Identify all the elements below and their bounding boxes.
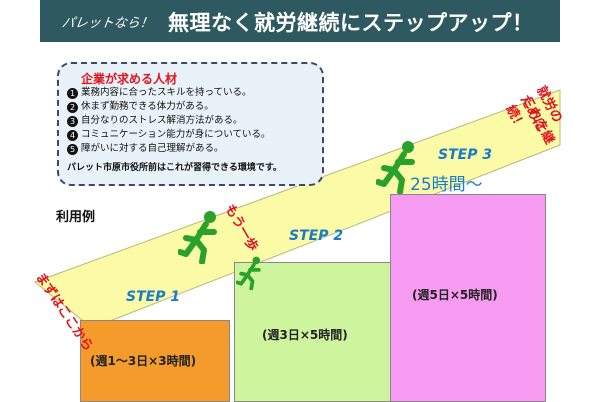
step2-label: STEP 2 [289, 228, 344, 244]
number-badge: 4 [67, 129, 78, 141]
step2-box [234, 262, 392, 402]
number-badge: 2 [67, 101, 78, 113]
banner-title: 無理なく就労継続にステップアップ！ [168, 11, 534, 35]
panel-footer: パレット市原市役所前はこれが習得できる環境です。 [67, 163, 282, 173]
list-item-text: 業務内容に合ったスキルを持っている。 [81, 87, 252, 98]
runner-icon [178, 211, 217, 264]
step3-duration: 25時間〜 [410, 175, 483, 195]
runner-icon [236, 256, 261, 290]
step1-box [80, 320, 230, 402]
list-item-text: コミュニケーション能力が身についている。 [81, 129, 271, 140]
list-item-text: 自分なりのストレス解消方法がある。 [81, 115, 243, 126]
step2-schedule: (週3日×5時間) [262, 328, 348, 342]
step3-box [390, 194, 546, 402]
list-item-text: 障がいに対する自己理解がある。 [81, 143, 224, 154]
number-badge: 3 [67, 115, 78, 127]
list-item-text: 休まず勤務できる体力がある。 [81, 101, 214, 112]
number-badge: 1 [67, 87, 78, 99]
title-banner [40, 0, 560, 42]
number-badge: 5 [67, 143, 78, 155]
wedge-shape [33, 89, 561, 329]
step1-label: STEP 1 [126, 289, 181, 305]
runner-icon [376, 141, 415, 194]
step1-schedule: (週1〜3日×3時間) [90, 354, 197, 368]
step3-schedule: (週5日×5時間) [412, 288, 498, 302]
panel-title: 企業が求める人材 [81, 72, 178, 86]
step3-label: STEP 3 [438, 147, 493, 163]
usage-example-label: 利用例 [56, 210, 96, 225]
